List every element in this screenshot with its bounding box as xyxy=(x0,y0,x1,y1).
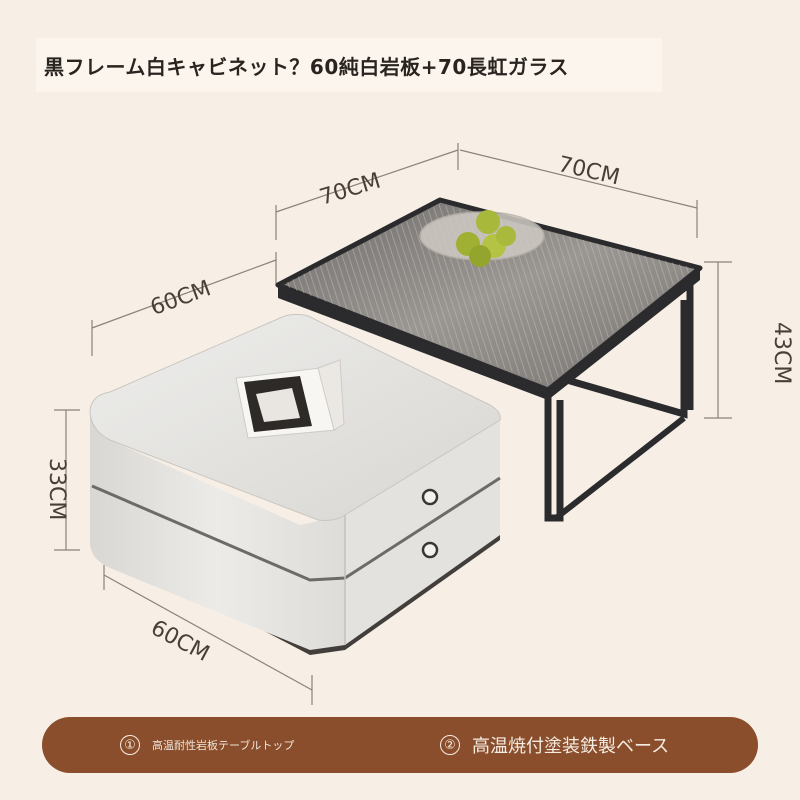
glass-side-table xyxy=(275,197,703,522)
feature-label-2: 高温焼付塗装鉄製ベース xyxy=(472,736,670,757)
feature-label-1: 高温耐性岩板テーブルトップ xyxy=(152,739,295,752)
dim-cabinet-front: 60CM xyxy=(147,616,214,667)
feature-item-1: ① 高温耐性岩板テーブルトップ xyxy=(120,735,294,755)
dim-cabinet-height: 33CM xyxy=(44,458,69,520)
feature-item-2: ② 高温焼付塗装鉄製ベース xyxy=(440,732,669,758)
title-bar: 黒フレーム白キャビネット？60純白岩板+70長虹ガラス xyxy=(36,38,662,92)
white-cabinet xyxy=(89,313,501,655)
feature-number-1: ① xyxy=(120,735,140,755)
feature-number-2: ② xyxy=(440,735,460,755)
product-title: 黒フレーム白キャビネット？60純白岩板+70長虹ガラス xyxy=(44,54,569,79)
dim-glass-depth: 70CM xyxy=(317,169,384,211)
dim-table-height: 43CM xyxy=(769,322,794,384)
dimension-lines xyxy=(54,143,732,705)
feature-banner: ① 高温耐性岩板テーブルトップ ② 高温焼付塗装鉄製ベース xyxy=(42,717,758,773)
dim-cabinet-depth: 60CM xyxy=(147,276,214,321)
dim-glass-width: 70CM xyxy=(556,152,622,190)
